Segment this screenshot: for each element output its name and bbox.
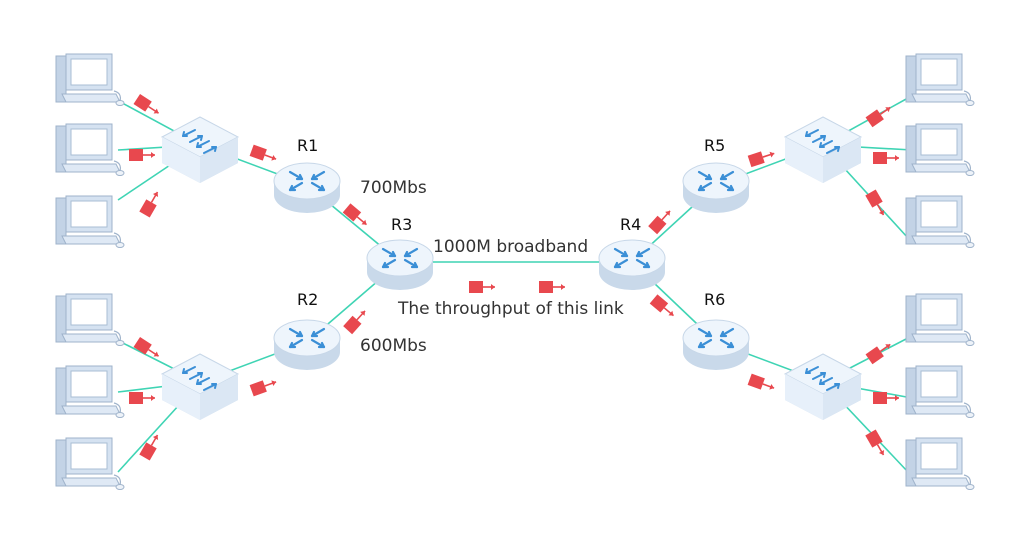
packet-icon-5 (128, 391, 156, 405)
backbone-throughput-note: The throughput of this link (398, 299, 624, 319)
computer-icon-p11 (905, 365, 975, 419)
packet-icon-3 (138, 188, 164, 219)
computer-icon-p5 (55, 365, 125, 419)
packet-icon-19 (746, 372, 777, 395)
router-label-r4: R4 (620, 215, 642, 234)
backbone-bandwidth-label: 1000M broadband (433, 237, 589, 257)
packet-icon-8 (248, 375, 279, 398)
packet-icon-7 (248, 143, 279, 166)
packet-icon-22 (864, 428, 890, 459)
packet-icon-10 (342, 306, 371, 335)
packet-icon-14 (648, 293, 679, 322)
computer-icon-p6 (55, 437, 125, 491)
router-label-r2: R2 (297, 290, 319, 309)
router-label-r5: R5 (704, 136, 726, 155)
router-label-r6: R6 (704, 290, 726, 309)
router-icon-r6 (681, 318, 751, 372)
computer-icon-p4 (55, 293, 125, 347)
router-icon-r1 (272, 161, 342, 215)
packet-icon-11 (468, 280, 496, 294)
computer-icon-p8 (905, 123, 975, 177)
packet-icon-21 (872, 391, 900, 405)
packet-icon-4 (132, 336, 163, 363)
router-icon-r4 (597, 238, 667, 292)
packet-icon-1 (132, 93, 163, 120)
router-icon-r3 (365, 238, 435, 292)
computer-icon-p12 (905, 437, 975, 491)
r1-r3-bandwidth-label: 700Mbs (360, 178, 427, 198)
packet-icon-16 (864, 101, 895, 129)
computer-icon-p7 (905, 53, 975, 107)
switch-icon-s1 (161, 116, 239, 184)
packet-icon-2 (128, 148, 156, 162)
router-label-r1: R1 (297, 136, 319, 155)
computer-icon-p2 (55, 123, 125, 177)
packet-icon-13 (647, 206, 676, 235)
packet-icon-17 (872, 151, 900, 165)
router-label-r3: R3 (391, 215, 413, 234)
computer-icon-p3 (55, 195, 125, 249)
packet-icon-12 (538, 280, 566, 294)
computer-icon-p9 (905, 195, 975, 249)
nodes-layer (55, 53, 975, 491)
computer-icon-p10 (905, 293, 975, 347)
computer-icon-p1 (55, 53, 125, 107)
r2-r3-bandwidth-label: 600Mbs (360, 336, 427, 356)
packet-icon-20 (864, 338, 895, 366)
packets-layer (128, 93, 900, 462)
router-icon-r5 (681, 161, 751, 215)
router-icon-r2 (272, 318, 342, 372)
